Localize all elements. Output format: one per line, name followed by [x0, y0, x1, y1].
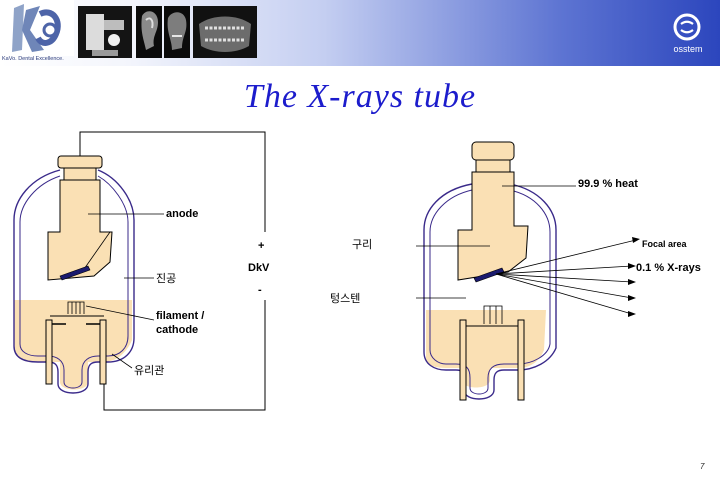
glass-tube-label: 유리관 — [134, 365, 165, 377]
filament-label-line1: filament / — [156, 310, 205, 322]
anode-target — [59, 265, 91, 281]
plus-terminal-label: + — [258, 240, 265, 252]
skull-xray-image-1 — [136, 6, 162, 58]
copper-label: 구리 — [352, 239, 373, 251]
arrow-heads — [628, 237, 640, 317]
anode-block-right — [457, 171, 529, 281]
filament-label-line2: cathode — [156, 324, 199, 336]
anode-block — [47, 179, 113, 281]
glass-base-fill — [14, 300, 132, 390]
skull-xray-image-2 — [164, 6, 190, 58]
kv-label: DkV — [248, 262, 270, 274]
xray-arrows — [495, 239, 637, 315]
right-xray-tube — [416, 141, 640, 401]
kavo-logo: KaVo. Dental Excellence. — [0, 0, 74, 66]
glass-envelope — [13, 169, 135, 394]
anode-neck — [63, 167, 97, 181]
left-xray-tube — [13, 131, 266, 411]
focal-area-label: Focal area — [642, 239, 687, 249]
xray-percent-label: 0.1 % X-rays — [636, 262, 701, 274]
osstem-logo-icon — [672, 12, 702, 42]
anode-cap-right — [471, 141, 515, 161]
heat-label: 99.9 % heat — [578, 178, 638, 190]
header-banner: KaVo. Dental Excellence. — [0, 0, 720, 66]
filament-coil — [67, 301, 85, 314]
cathode-circuit-wire — [103, 300, 266, 411]
anode-label: anode — [166, 208, 199, 220]
glass-envelope-right — [423, 183, 557, 400]
vacuum-label: 진공 — [156, 273, 177, 285]
tungsten-label: 텅스텐 — [330, 293, 361, 305]
dental-unit-image — [78, 6, 132, 58]
brand-name: osstem — [673, 44, 703, 54]
minus-terminal-label: - — [258, 284, 262, 296]
panoramic-xray-image — [193, 6, 257, 58]
page-number: 7 — [700, 462, 705, 471]
slide-title: The X-rays tube — [243, 78, 477, 115]
glass-envelope-inner — [19, 175, 129, 389]
anode-cap — [57, 155, 103, 169]
logo-caption: KaVo. Dental Excellence. — [2, 56, 64, 62]
anode-circuit-wire — [79, 131, 266, 232]
